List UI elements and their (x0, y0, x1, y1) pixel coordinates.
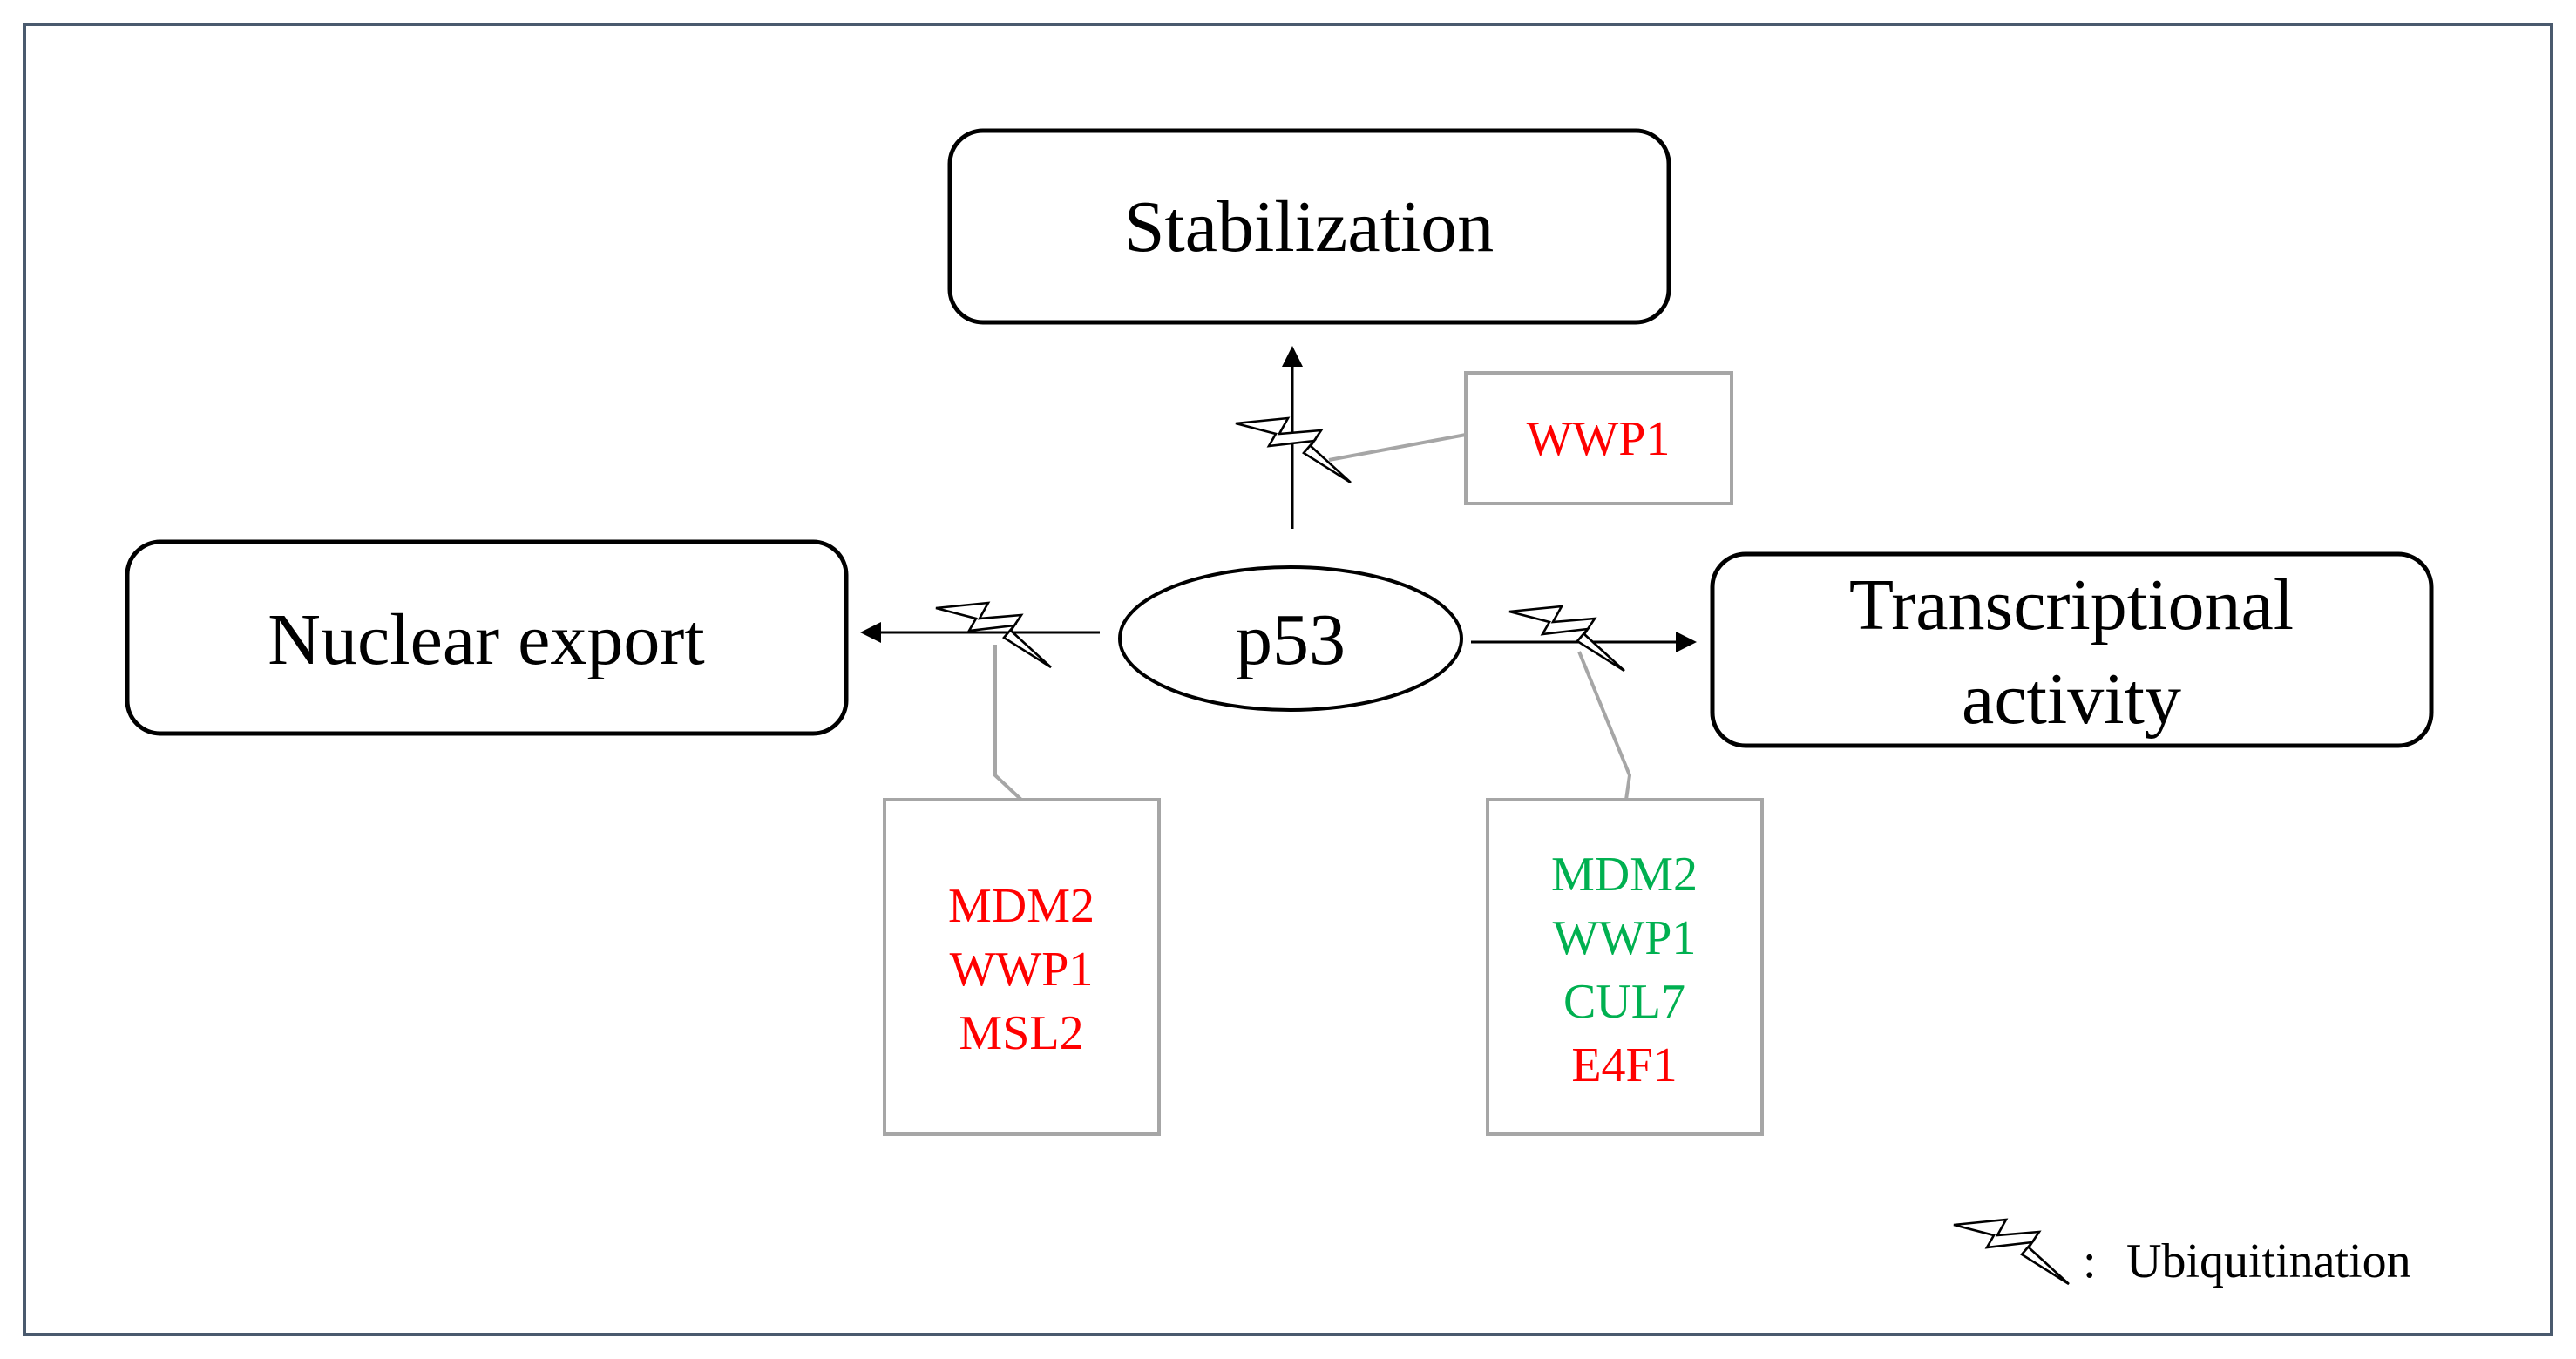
ligase-right-0: MDM2 (1551, 848, 1698, 902)
transcriptional-label-line1: Transcriptional (1849, 565, 2294, 646)
leader-top (1328, 433, 1467, 462)
leader-left (993, 645, 1023, 801)
legend: : Ubiquitination (1953, 1218, 2411, 1288)
nuclear-export-label: Nuclear export (268, 599, 704, 680)
stabilization-node: Stabilization (947, 128, 1671, 325)
ligase-box-top: WWP1 (1464, 371, 1733, 505)
nuclear-export-node: Nuclear export (125, 539, 849, 736)
ligase-right-3: E4F1 (1571, 1038, 1677, 1092)
ligase-right-1: WWP1 (1553, 911, 1697, 965)
transcriptional-activity-node: Transcriptional activity (1710, 551, 2434, 748)
p53-node: p53 (1118, 565, 1463, 712)
ligase-box-right: MDM2 WWP1 CUL7 E4F1 (1486, 798, 1764, 1136)
outer-frame (23, 23, 2553, 1336)
legend-separator: : (2083, 1234, 2097, 1288)
leader-right (1577, 651, 1632, 801)
transcriptional-label-line2: activity (1962, 659, 2181, 740)
ubiquitination-bolt-icon-top (1235, 416, 1352, 484)
ligase-right-2: CUL7 (1563, 975, 1685, 1029)
ligase-top-0: WWP1 (1527, 412, 1671, 466)
ligase-box-left: MDM2 WWP1 MSL2 (883, 798, 1161, 1136)
ligase-left-2: MSL2 (959, 1006, 1083, 1060)
ubiquitination-bolt-icon-right (1508, 605, 1625, 673)
legend-label: Ubiquitination (2126, 1234, 2411, 1288)
ligase-left-1: WWP1 (950, 943, 1094, 997)
ligase-left-0: MDM2 (948, 879, 1095, 933)
ubiquitination-bolt-icon-left (935, 601, 1052, 669)
stabilization-label: Stabilization (1124, 186, 1495, 267)
lightning-bolt-icon (1953, 1218, 2070, 1286)
p53-label: p53 (1236, 599, 1346, 680)
